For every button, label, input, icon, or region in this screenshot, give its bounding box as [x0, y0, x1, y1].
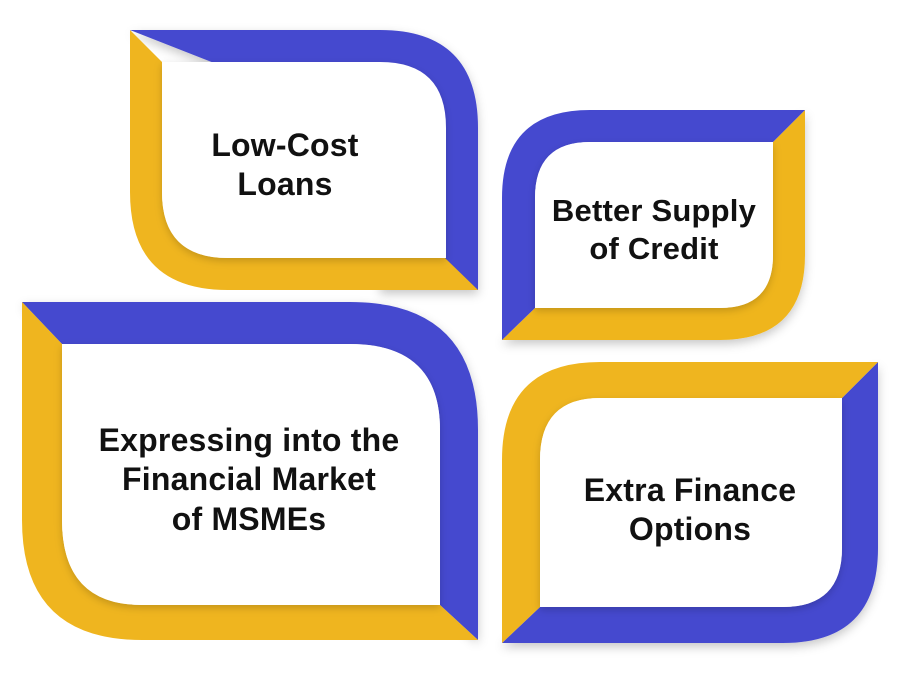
card-expressing-gold-frame: [22, 302, 478, 640]
card-expressing: [22, 302, 478, 640]
card-expressing-blue-frame: [22, 302, 478, 640]
card-extra-finance: [502, 362, 878, 643]
card-better-supply: [502, 110, 805, 340]
card-low-cost-inner: [162, 62, 446, 258]
card-better-supply-blue-frame: [502, 110, 805, 340]
card-better-supply-gold-frame: [502, 110, 805, 340]
card-extra-finance-gold-frame: [502, 362, 878, 643]
expressing-financial-market-label: Expressing into the Financial Market of …: [98, 422, 400, 537]
extra-finance-options-label: Extra Finance Options: [583, 471, 797, 547]
card-low-cost-loans: [130, 30, 478, 290]
card-extra-finance-blue-frame: [502, 362, 878, 643]
better-supply-of-credit-label: Better Supply of Credit: [551, 193, 757, 266]
card-low-cost-gold-frame: [130, 30, 478, 290]
card-better-supply-inner: [535, 142, 773, 308]
card-expressing-inner: [62, 344, 440, 605]
card-extra-finance-inner: [540, 398, 842, 607]
low-cost-loans-label: Low-Cost Loans: [211, 126, 359, 202]
